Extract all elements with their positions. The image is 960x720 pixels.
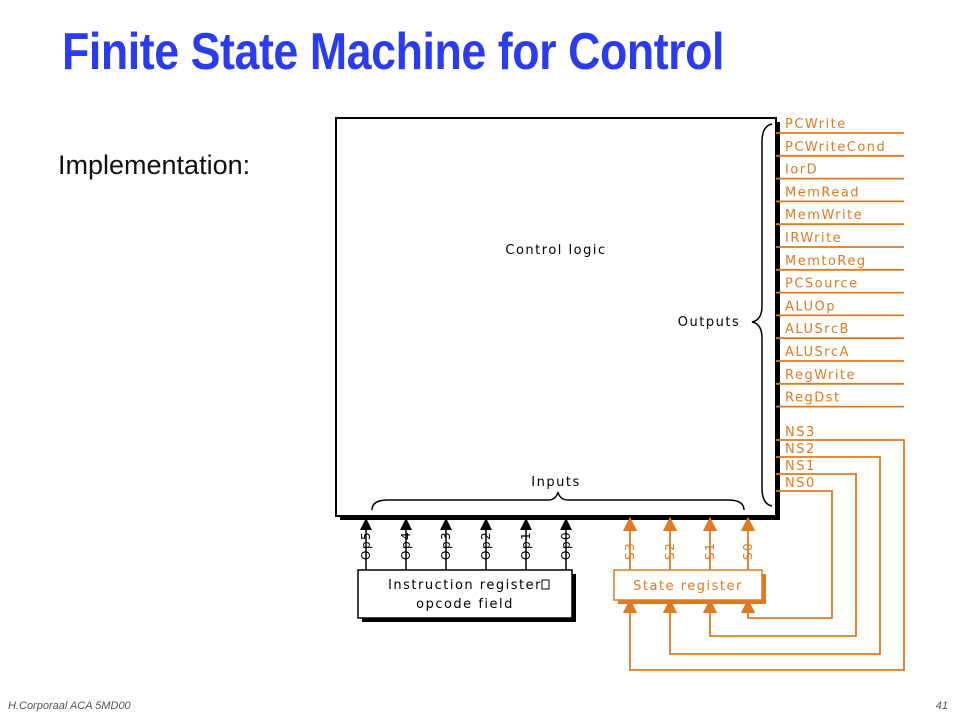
output-label-alusrcb: ALUSrcB [785,322,850,337]
ns-label-ns2: NS2 [785,442,816,457]
opcode-field-label: opcode field [416,597,514,612]
ns-label-ns3: NS3 [785,425,816,440]
input-label-op5: Op5 [359,531,373,560]
output-label-pcwritecond: PCWriteCond [785,140,886,155]
output-label-memwrite: MemWrite [785,208,863,223]
output-label-irwrite: IRWrite [785,231,842,246]
state-inputs-group: S3 S2 S1 S0 [622,516,756,570]
ns-label-ns1: NS1 [785,459,816,474]
instruction-register-box [357,569,573,619]
output-label-regdst: RegDst [785,391,841,406]
output-label-pcsource: PCSource [785,277,859,292]
input-label-op0: Op0 [559,531,573,560]
opcode-inputs-group: Op5 Op4 Op3 Op2 Op1 Op0 [359,518,573,570]
input-label-op4: Op4 [399,531,413,560]
output-label-pcwrite: PCWrite [785,117,847,132]
footer-author: H.Corporaal ACA 5MD00 [8,700,131,712]
input-label-op3: Op3 [439,531,453,560]
output-label-alusrca: ALUSrcA [785,345,850,360]
input-label-op1: Op1 [519,531,533,560]
output-label-memread: MemRead [785,185,860,200]
state-register-box [613,569,763,601]
output-label-memtoreg: MemtoReg [785,254,867,269]
control-logic-label: Control logic [505,243,606,258]
instruction-register-glyph [541,579,550,590]
state-register-label: State register [633,579,743,594]
slide-subtitle: Implementation: [58,150,251,180]
outputs-brace [751,123,773,507]
output-label-regwrite: RegWrite [785,368,856,383]
ns-label-ns0: NS0 [785,476,816,491]
output-label-iord: IorD [785,163,818,178]
outputs-label: Outputs [678,315,740,330]
ns-feedback-wire-ns1 [702,473,857,637]
output-label-aluop: ALUOp [785,299,836,314]
ns-feedback-wire-ns0 [740,490,833,619]
ns-feedback-wire-ns3 [622,439,905,671]
slide-title: Finite State Machine for Control [62,23,725,81]
page-number: 41 [935,700,948,712]
input-label-op2: Op2 [479,531,493,560]
state-input-label-s1: S1 [703,542,717,560]
state-input-label-s0: S0 [741,542,755,560]
inputs-label: Inputs [531,475,580,490]
state-input-label-s3: S3 [623,542,637,560]
state-input-label-s2: S2 [663,542,677,560]
ns-feedback-wire-ns2 [662,456,881,655]
control-logic-box [335,117,777,517]
instruction-register-label: Instruction register [388,578,542,593]
inputs-brace [371,491,745,511]
